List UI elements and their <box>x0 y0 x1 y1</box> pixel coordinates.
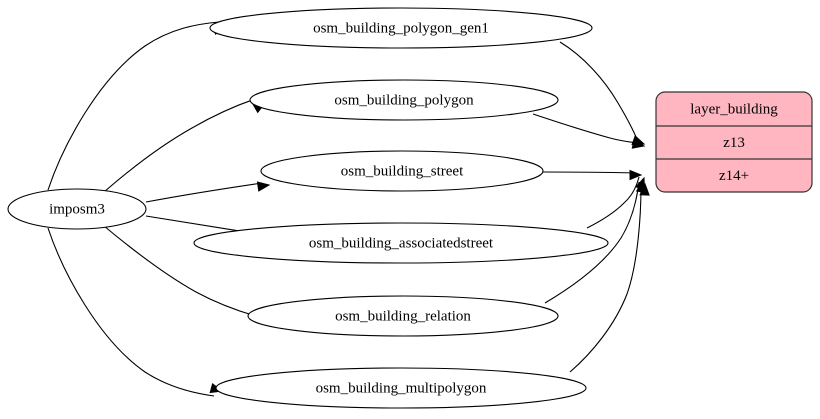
arrowhead-icon <box>631 138 646 149</box>
nodes-layer: imposm3 osm_building_polygon_gen1 osm_buil… <box>7 7 609 409</box>
node-osm_building_relation[interactable]: osm_building_relation <box>247 295 559 337</box>
record-row-label: z14+ <box>719 168 749 184</box>
node-shape[interactable] <box>247 295 559 337</box>
node-osm_building_associatedstreet[interactable]: osm_building_associatedstreet <box>193 222 609 264</box>
node-label: osm_building_polygon <box>334 92 474 108</box>
edge-line <box>103 97 259 193</box>
node-shape[interactable] <box>7 188 147 230</box>
record-row-layer-name[interactable]: layer_building <box>656 92 812 126</box>
edge-osm_building_street-to-layer_building:z14+ <box>542 169 643 181</box>
edge-line <box>532 113 638 144</box>
node-label: osm_building_associatedstreet <box>309 235 494 251</box>
arrowhead-icon <box>639 182 650 196</box>
arrowhead-icon <box>629 169 643 181</box>
edge-osm_building_multipolygon-to-layer_building:z14+ <box>569 182 650 373</box>
edge-line <box>47 21 220 191</box>
node-osm_building_multipolygon[interactable]: osm_building_multipolygon <box>215 367 587 409</box>
node-label: osm_building_relation <box>335 308 471 324</box>
record-row-label: layer_building <box>690 101 778 117</box>
edge-line <box>544 181 640 304</box>
node-shape[interactable] <box>260 150 544 192</box>
node-shape[interactable] <box>209 7 593 49</box>
edge-line <box>47 227 215 397</box>
node-shape[interactable] <box>193 222 609 264</box>
node-osm_building_polygon[interactable]: osm_building_polygon <box>249 79 559 121</box>
record-row-zoom-z13[interactable]: z13 <box>656 126 812 159</box>
edge-line <box>569 185 642 373</box>
edge-line <box>145 182 263 203</box>
arrowhead-icon <box>256 181 271 192</box>
node-shape[interactable] <box>215 367 587 409</box>
edge-line <box>542 171 635 174</box>
node-osm_building_polygon_gen1[interactable]: osm_building_polygon_gen1 <box>209 7 593 49</box>
edge-imposm3-to-osm_building_multipolygon <box>47 227 224 397</box>
edge-line <box>559 41 638 140</box>
node-label: osm_building_polygon_gen1 <box>313 20 489 36</box>
edge-osm_building_polygon-to-layer_building:z13 <box>532 113 646 149</box>
node-label: osm_building_street <box>341 163 464 179</box>
layer-building-record[interactable]: layer_building z13 z14+ <box>655 91 813 193</box>
edge-imposm3-to-osm_building_polygon <box>103 97 267 193</box>
edge-line <box>586 176 640 229</box>
node-shape[interactable] <box>249 79 559 121</box>
edge-imposm3-to-osm_building_street <box>145 181 271 203</box>
node-imposm3[interactable]: imposm3 <box>7 188 147 230</box>
node-osm_building_street[interactable]: osm_building_street <box>260 150 544 192</box>
record-row-label: z13 <box>723 135 745 151</box>
node-label: imposm3 <box>49 201 105 217</box>
node-label: osm_building_multipolygon <box>316 380 487 396</box>
record-row-zoom-z14[interactable]: z14+ <box>656 159 812 192</box>
edge-line <box>103 225 264 319</box>
record-background[interactable] <box>655 91 813 193</box>
edge-osm_building_polygon_gen1-to-layer_building:z13 <box>559 41 646 145</box>
